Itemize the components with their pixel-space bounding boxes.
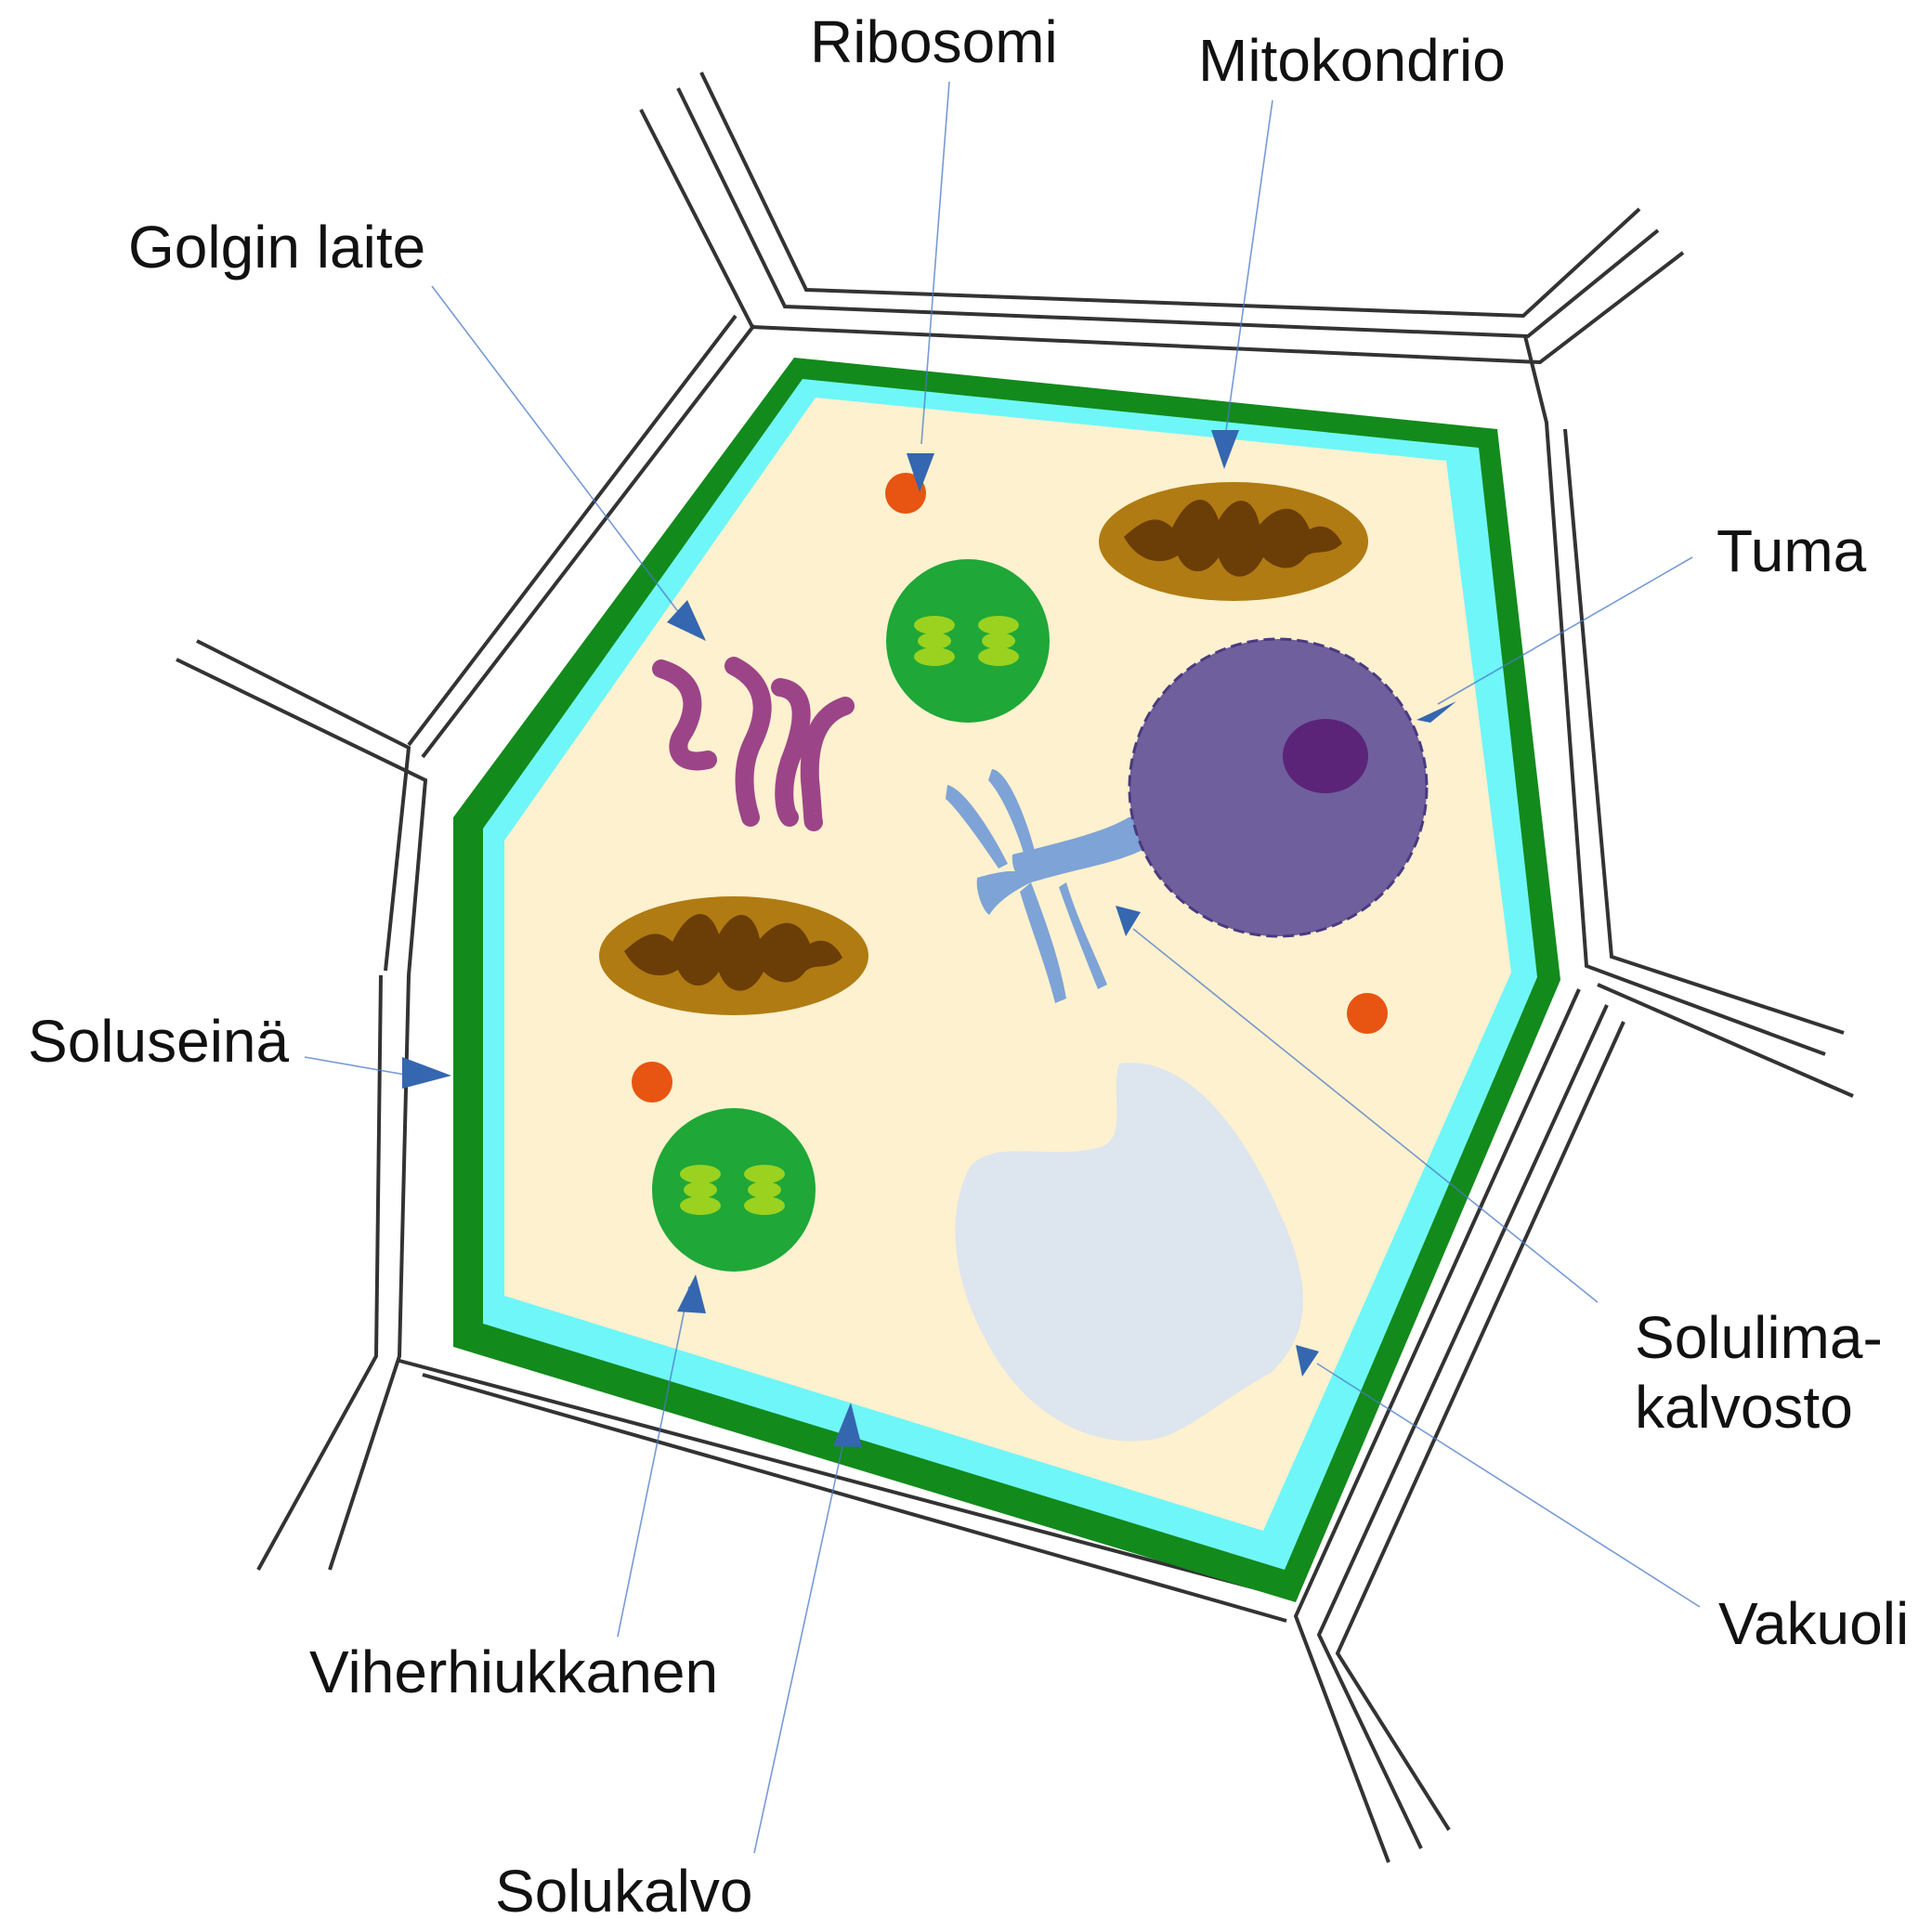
chloroplast	[886, 559, 1050, 723]
label-er-line2: kalvosto	[1635, 1374, 1853, 1441]
label-er-line1: Solulima-	[1635, 1304, 1883, 1371]
label-vacuole: Vakuoli	[1718, 1590, 1909, 1657]
label-cell-membrane: Solukalvo	[495, 1858, 753, 1919]
arrow-head-cell-wall	[402, 1057, 451, 1089]
label-nucleus: Tuma	[1717, 517, 1867, 584]
label-golgi-apparatus: Golgin laite	[128, 214, 425, 281]
label-chloroplast: Viherhiukkanen	[309, 1638, 718, 1705]
label-cell-wall: Soluseinä	[28, 1008, 290, 1075]
ribosome	[1347, 993, 1388, 1034]
nucleus	[1129, 639, 1427, 936]
mitochondrion	[599, 896, 868, 1015]
label-mitochondrion: Mitokondrio	[1198, 27, 1506, 94]
chloroplast	[652, 1108, 816, 1272]
ribosome	[632, 1062, 672, 1103]
mitochondrion	[1099, 482, 1368, 601]
label-ribosome: Ribosomi	[810, 8, 1058, 75]
